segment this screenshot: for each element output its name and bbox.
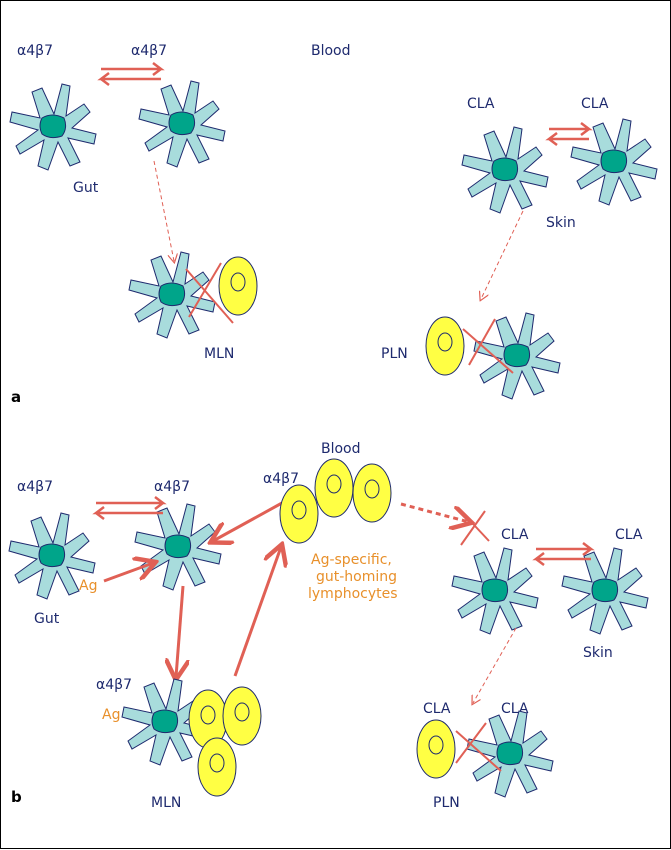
pln-block-cross-b bbox=[455, 722, 502, 772]
skin-dendritic-cell-1-b bbox=[451, 547, 539, 635]
label-lymphocyte-line1: Ag-specific, bbox=[311, 552, 392, 568]
gut-dendritic-cell-2-b bbox=[134, 503, 222, 591]
arrow-blood-to-gut bbox=[213, 501, 283, 541]
label-mln-b: MLN bbox=[151, 795, 181, 811]
label-integrin-right-b: α4β7 bbox=[154, 479, 190, 495]
gut-dendritic-cell-1 bbox=[9, 83, 97, 171]
label-cla-cell1: CLA bbox=[501, 527, 529, 543]
label-integrin-left: α4β7 bbox=[17, 43, 53, 59]
gut-dendritic-cell-2 bbox=[138, 80, 226, 168]
mln-block-cross bbox=[185, 262, 234, 324]
label-gut: Gut bbox=[73, 180, 99, 196]
panel-a: α4β7 α4β7 Blood Gut MLN CLA CLA Skin PLN bbox=[9, 43, 658, 406]
pln-block-cross bbox=[462, 318, 514, 374]
gut-exchange-arrows bbox=[97, 62, 165, 86]
panel-letter-b: b bbox=[11, 788, 22, 806]
mln-lymphocyte-3 bbox=[197, 737, 237, 797]
dashed-arrow-gut-to-mln bbox=[153, 160, 174, 261]
label-pln: PLN bbox=[381, 346, 408, 362]
panel-letter-a: a bbox=[11, 388, 21, 406]
label-cla-left: CLA bbox=[467, 96, 495, 112]
arrow-ag-to-gut-cell bbox=[103, 563, 153, 583]
skin-block-cross bbox=[460, 510, 490, 546]
mln-lymphocyte bbox=[218, 256, 258, 316]
label-integrin-left-b: α4β7 bbox=[17, 479, 53, 495]
skin-exchange-arrows bbox=[545, 122, 593, 146]
skin-dendritic-cell-1 bbox=[461, 126, 549, 214]
label-ag-gut: Ag bbox=[79, 578, 97, 594]
label-gut-b: Gut bbox=[34, 611, 60, 627]
pln-lymphocyte bbox=[425, 316, 465, 376]
label-cla-cell2: CLA bbox=[615, 527, 643, 543]
label-integrin-mln: α4β7 bbox=[96, 677, 132, 693]
label-pln-b: PLN bbox=[433, 795, 460, 811]
label-blood: Blood bbox=[311, 43, 351, 59]
dotted-arrow-blood-to-skin bbox=[400, 502, 469, 522]
label-mln: MLN bbox=[204, 346, 234, 362]
label-integrin-lymph: α4β7 bbox=[263, 471, 299, 487]
pln-dendritic-cell bbox=[473, 312, 561, 400]
dashed-arrow-skin-to-pln bbox=[481, 210, 524, 299]
blood-lymphocyte-2 bbox=[314, 458, 354, 518]
pln-lymphocyte-b bbox=[416, 719, 456, 779]
label-lymphocyte-line2: gut-homing bbox=[316, 569, 397, 585]
label-skin-b: Skin bbox=[583, 645, 613, 661]
blood-lymphocyte-1 bbox=[279, 484, 319, 544]
label-cla-pln-left: CLA bbox=[423, 701, 451, 717]
gut-exchange-arrows-b bbox=[92, 496, 167, 520]
pln-dendritic-cell-b bbox=[466, 710, 554, 798]
label-integrin-right: α4β7 bbox=[131, 43, 167, 59]
dashed-arrow-skin-to-pln-b bbox=[473, 627, 517, 703]
label-blood-b: Blood bbox=[321, 441, 361, 457]
label-skin: Skin bbox=[546, 215, 576, 231]
label-ag-mln: Ag bbox=[102, 707, 120, 723]
arrow-gut-to-mln bbox=[176, 585, 183, 677]
skin-dendritic-cell-2-b bbox=[561, 547, 649, 635]
blood-lymphocyte-3 bbox=[352, 463, 392, 523]
label-lymphocyte-line3: lymphocytes bbox=[308, 586, 398, 602]
arrow-mln-to-blood bbox=[233, 547, 281, 677]
panel-b: α4β7 α4β7 Gut Ag α4β7 Ag MLN Blood α4β7 … bbox=[8, 441, 649, 811]
label-cla-right: CLA bbox=[581, 96, 609, 112]
mln-lymphocyte-2 bbox=[222, 686, 262, 746]
skin-exchange-arrows-b bbox=[532, 542, 595, 566]
